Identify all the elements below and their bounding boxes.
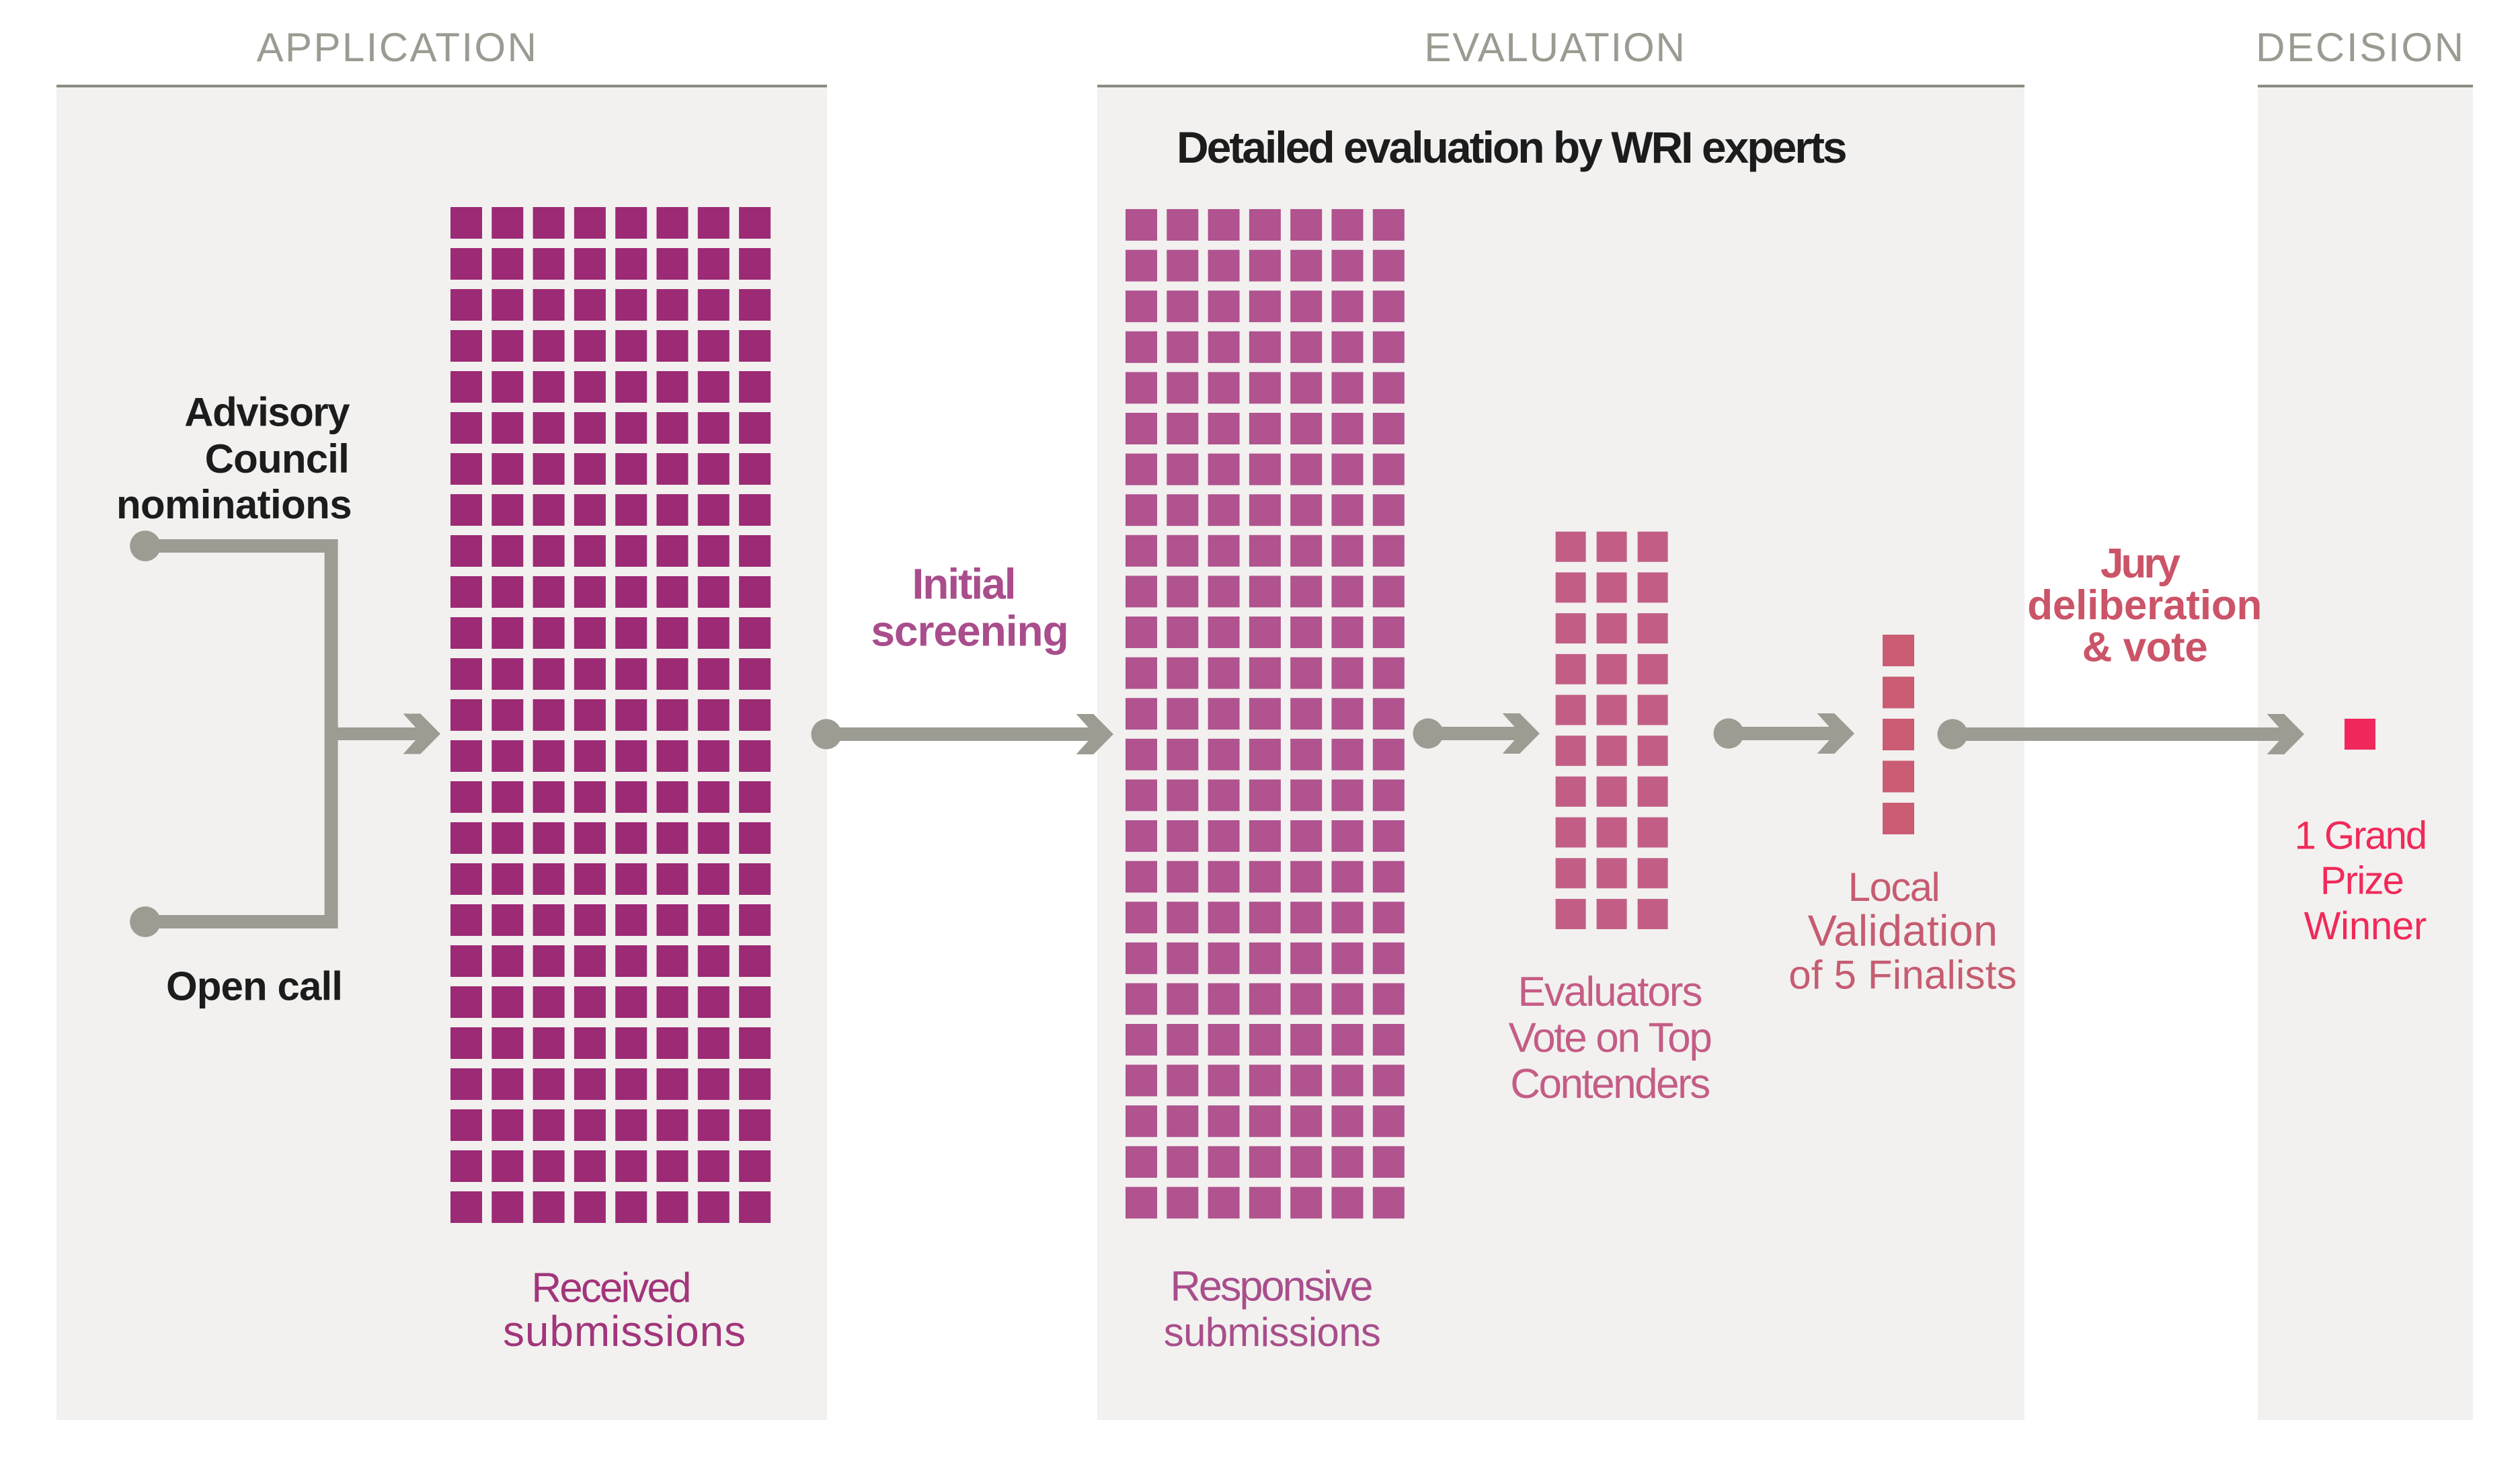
svg-text:DECISION: DECISION xyxy=(2256,25,2466,70)
svg-text:& vote: & vote xyxy=(2082,625,2207,671)
svg-text:Winner: Winner xyxy=(2304,904,2427,948)
svg-text:Jury: Jury xyxy=(2100,541,2180,587)
svg-text:Prize: Prize xyxy=(2320,859,2403,902)
svg-text:Evaluators: Evaluators xyxy=(1518,969,1702,1015)
svg-text:Responsive: Responsive xyxy=(1170,1263,1372,1310)
svg-text:Detailed evaluation by WRI exp: Detailed evaluation by WRI experts xyxy=(1177,122,1846,172)
svg-text:Received: Received xyxy=(531,1265,689,1312)
svg-text:APPLICATION: APPLICATION xyxy=(257,25,539,70)
svg-text:Initial: Initial xyxy=(912,560,1015,608)
svg-text:1 Grand: 1 Grand xyxy=(2295,814,2427,858)
svg-text:Vote on Top: Vote on Top xyxy=(1508,1015,1710,1062)
svg-text:EVALUATION: EVALUATION xyxy=(1424,25,1686,70)
svg-text:Advisory: Advisory xyxy=(184,390,350,435)
svg-text:Contenders: Contenders xyxy=(1510,1061,1709,1107)
svg-text:Local: Local xyxy=(1848,865,1939,910)
svg-text:of 5 Finalists: of 5 Finalists xyxy=(1788,952,2017,997)
svg-text:deliberation: deliberation xyxy=(2027,582,2262,629)
svg-text:screening: screening xyxy=(871,606,1068,655)
svg-text:Council: Council xyxy=(205,436,349,481)
svg-text:nominations: nominations xyxy=(116,482,352,527)
svg-text:Validation: Validation xyxy=(1808,906,1998,955)
svg-text:submissions: submissions xyxy=(503,1307,746,1355)
svg-text:submissions: submissions xyxy=(1164,1310,1380,1355)
svg-text:Open call: Open call xyxy=(166,964,342,1009)
